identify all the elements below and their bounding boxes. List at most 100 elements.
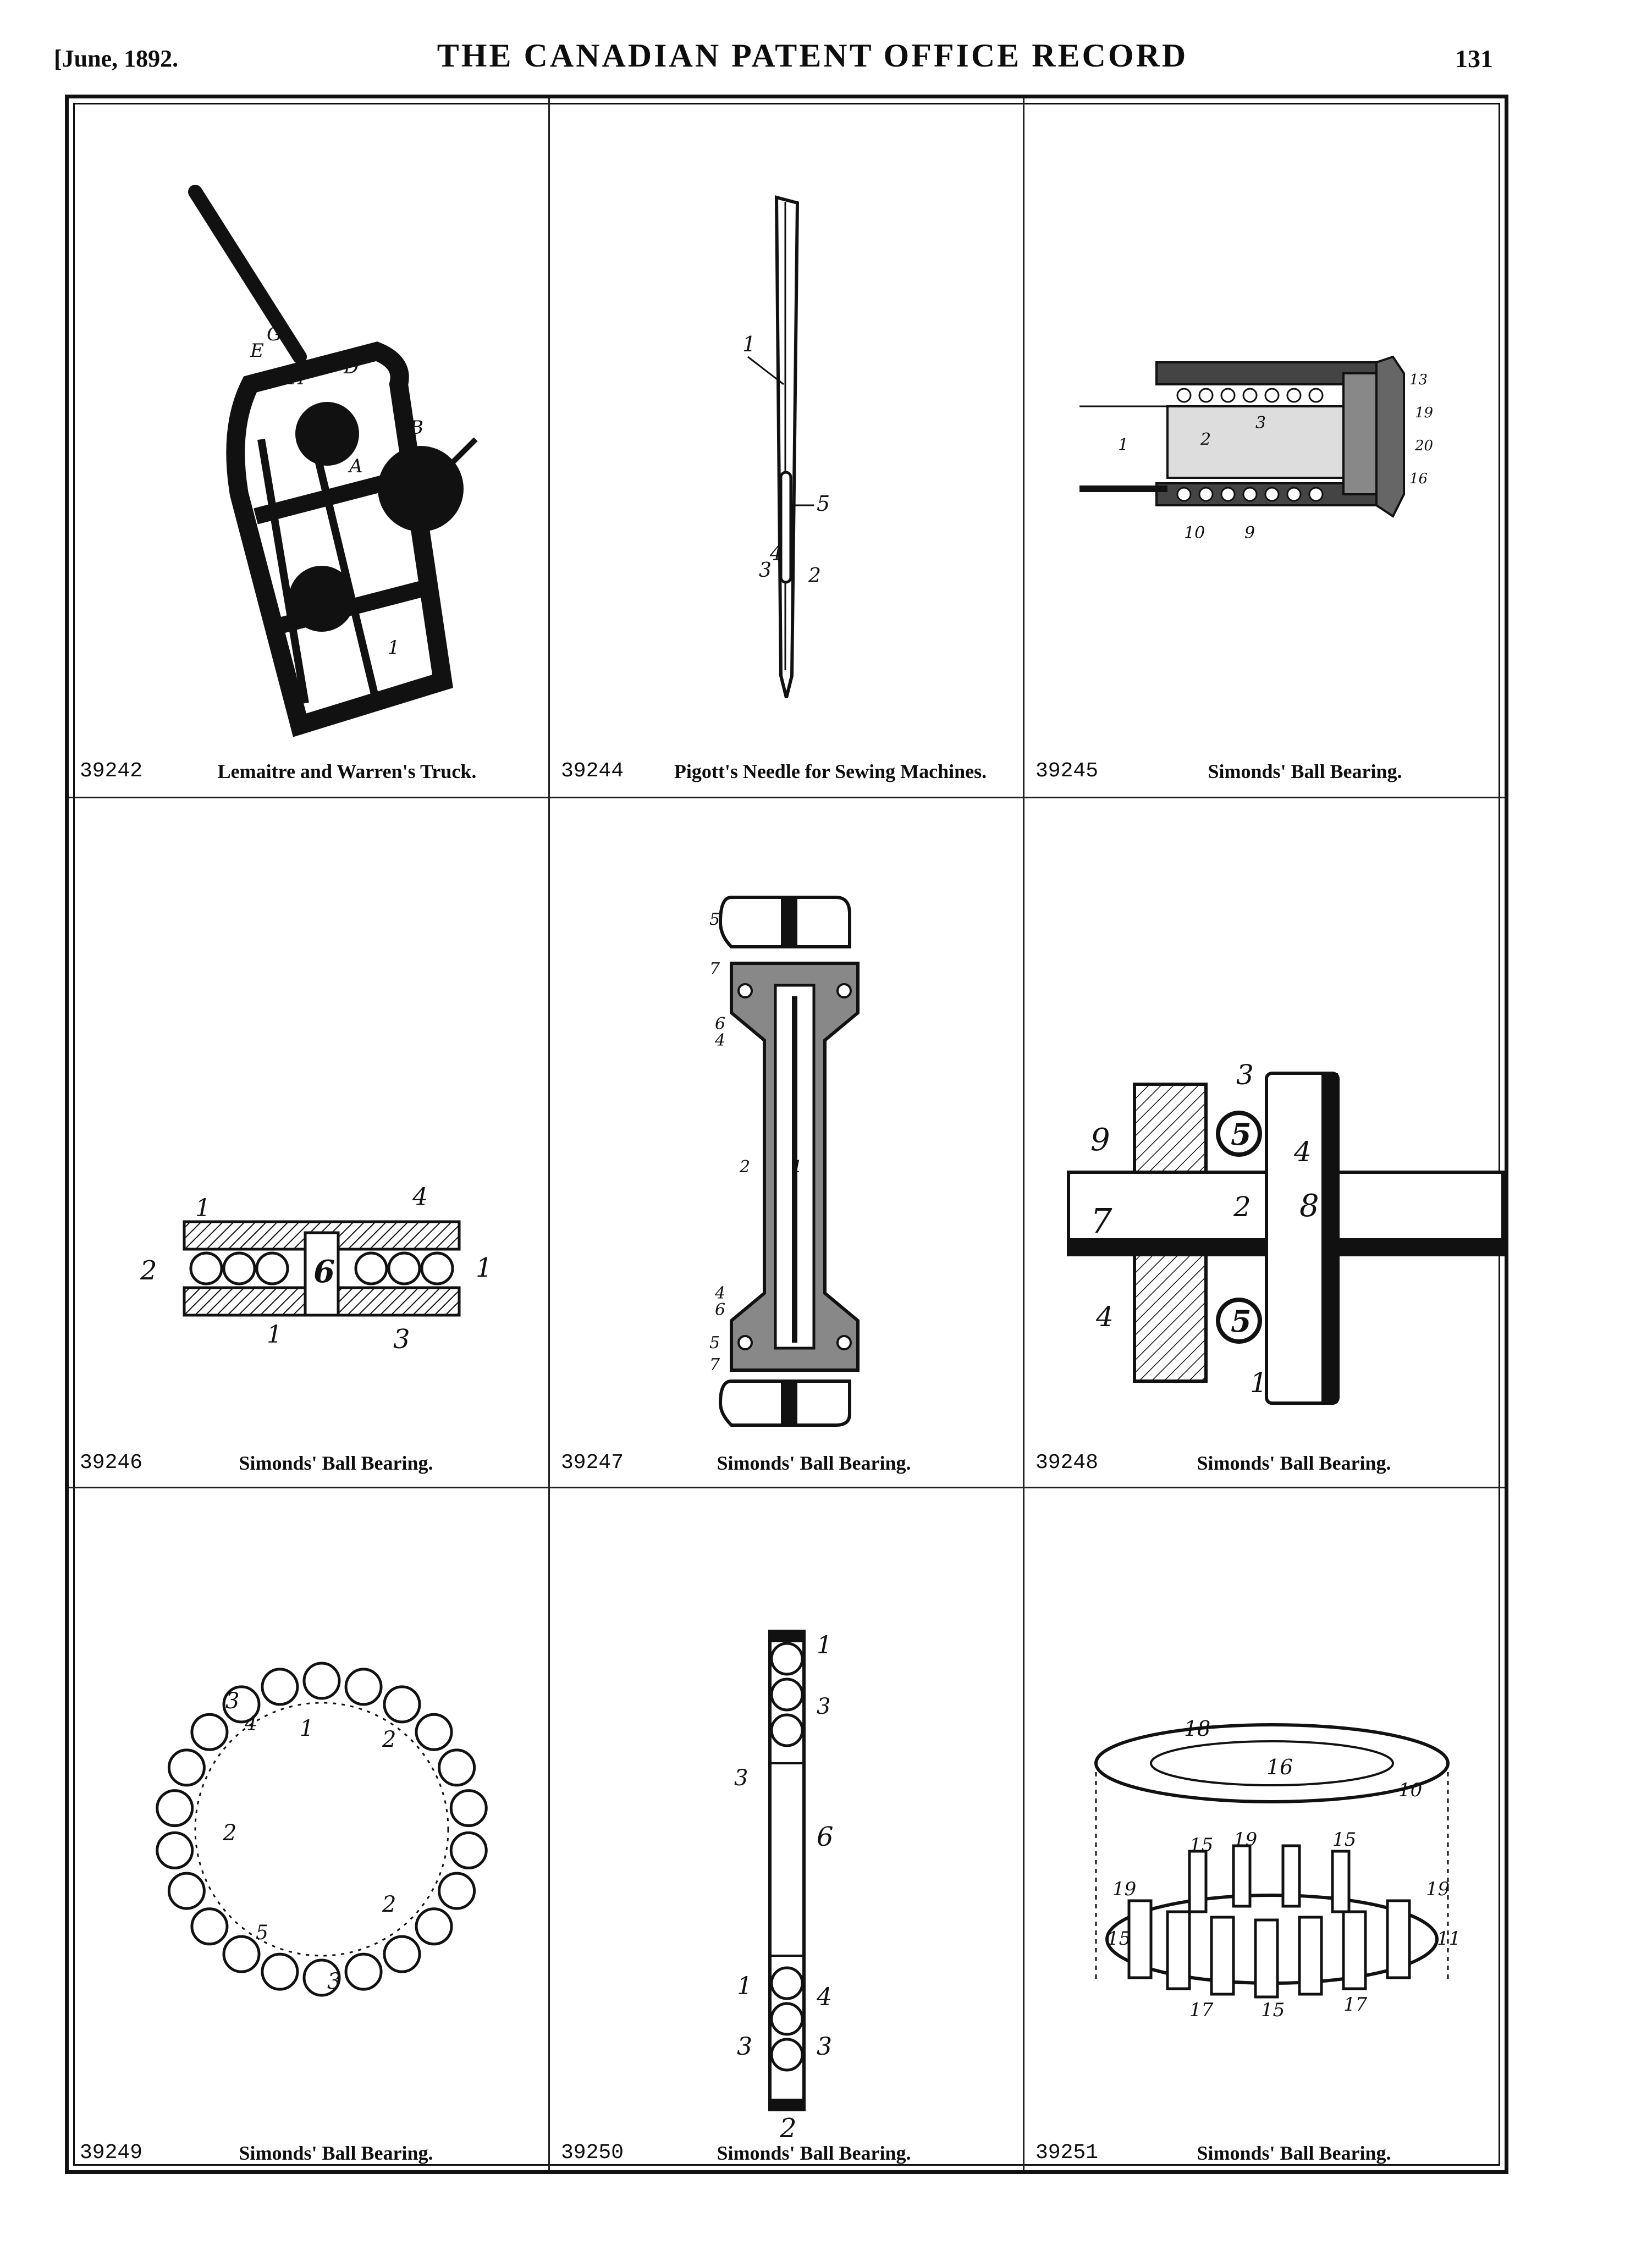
svg-text:4: 4	[412, 1183, 428, 1211]
column-divider	[1023, 98, 1024, 2170]
svg-text:15: 15	[1107, 1928, 1131, 1950]
svg-text:H: H	[288, 367, 306, 389]
figure-caption: 39247 Simonds' Ball Bearing.	[550, 1447, 1023, 1475]
row-divider	[69, 1487, 1505, 1488]
page-number: 131	[1455, 45, 1493, 73]
svg-text:5: 5	[817, 492, 830, 516]
svg-text:2: 2	[1233, 1191, 1251, 1223]
figure-cell-39250: 1 3 3 6 1 4 3 3 2 39250 Simonds' Ball Be…	[550, 1488, 1023, 2170]
svg-text:8: 8	[1299, 1188, 1319, 1224]
ring-ball	[222, 1685, 261, 1724]
svg-text:9: 9	[1244, 523, 1255, 543]
svg-text:3: 3	[1255, 413, 1266, 433]
ring-ball	[449, 1831, 488, 1869]
ring-ball	[167, 1748, 206, 1787]
header-date: [June, 1892.	[54, 45, 179, 72]
ring-ball	[156, 1831, 194, 1869]
ball-bearing-race-drawing: 6 1 4 2 1 1 3	[140, 1183, 493, 1355]
svg-text:5: 5	[256, 1922, 268, 1944]
patent-number: 39247	[561, 1451, 624, 1475]
figure-caption: 39251 Simonds' Ball Bearing.	[1024, 2137, 1508, 2165]
ring-ball	[383, 1935, 421, 1973]
page-title: THE CANADIAN PATENT OFFICE RECORD	[437, 37, 1188, 74]
ring-ball	[156, 1789, 194, 1828]
figure-cell-39247: 5 7 6 4 2 1 4 6 5 7 39247 Simonds' Ball …	[550, 798, 1023, 1487]
svg-text:10: 10	[1184, 523, 1205, 543]
svg-text:15: 15	[1189, 1834, 1213, 1856]
patent-number: 39250	[561, 2141, 624, 2165]
ring-ball	[383, 1685, 421, 1724]
row-divider	[69, 797, 1505, 798]
svg-text:3: 3	[225, 1688, 239, 1714]
svg-text:1: 1	[737, 1972, 752, 2000]
svg-text:3: 3	[817, 1694, 830, 1719]
patent-number: 39249	[80, 2141, 143, 2165]
ball-ring-drawing: 3 4 1 2 2 2 5 3	[156, 1662, 488, 1997]
svg-text:19: 19	[1415, 405, 1433, 421]
patent-number: 39246	[80, 1451, 143, 1475]
svg-text:2: 2	[779, 2113, 797, 2144]
figure-cell-39248: 5 5 9 7 3 2 4 8 4 1 39248 Simonds' Ball …	[1024, 798, 1508, 1487]
svg-text:6: 6	[715, 1014, 725, 1034]
ball-bearing-shaft-drawing: 5 5 9 7 3 2 4 8 4 1	[1067, 1059, 1505, 1405]
svg-text:2: 2	[140, 1255, 157, 1286]
svg-text:3: 3	[1236, 1059, 1254, 1091]
ring-ball	[438, 1872, 476, 1910]
svg-text:6: 6	[715, 1300, 725, 1320]
svg-text:6: 6	[817, 1822, 834, 1852]
figure-title: Simonds' Ball Bearing.	[239, 2142, 433, 2164]
ring-ball	[415, 1713, 453, 1751]
ball-strip-drawing: 1 3 3 6 1 4 3 3 2	[734, 1630, 834, 2144]
figure-caption: 39248 Simonds' Ball Bearing.	[1024, 1447, 1508, 1475]
figure-caption: 39250 Simonds' Ball Bearing.	[550, 2137, 1023, 2165]
svg-text:7: 7	[1090, 1201, 1112, 1241]
svg-text:G: G	[267, 323, 282, 345]
svg-text:1: 1	[792, 1157, 802, 1177]
svg-text:3: 3	[327, 1969, 341, 1994]
figure-title: Lemaitre and Warren's Truck.	[217, 760, 477, 782]
svg-text:4: 4	[714, 1031, 725, 1050]
ring-ball	[449, 1789, 488, 1828]
svg-text:16: 16	[1409, 471, 1428, 487]
svg-text:5: 5	[1231, 1304, 1252, 1339]
patent-number: 39245	[1035, 759, 1099, 783]
svg-text:16: 16	[1266, 1755, 1293, 1779]
svg-text:11: 11	[1437, 1928, 1461, 1950]
figure-title: Simonds' Ball Bearing.	[1208, 760, 1402, 782]
svg-text:A: A	[348, 455, 363, 477]
ring-ball	[261, 1668, 299, 1706]
svg-text:17: 17	[1189, 1999, 1214, 2021]
figure-cell-39242: E G H D A B 1 39242 Lemaitre and Warren'…	[69, 98, 548, 797]
ring-ball	[344, 1952, 383, 1991]
svg-text:3: 3	[393, 1324, 410, 1355]
svg-text:2: 2	[739, 1157, 750, 1177]
svg-text:17: 17	[1343, 1994, 1368, 2016]
svg-text:3: 3	[759, 559, 772, 582]
ball-cage-drawing: 18 16 10 15 19 15 19 19 15 11 17 15 17	[1094, 1717, 1461, 2021]
svg-text:18: 18	[1184, 1717, 1210, 1741]
svg-text:5: 5	[1231, 1117, 1252, 1152]
svg-text:13: 13	[1409, 372, 1428, 388]
svg-text:4: 4	[769, 543, 783, 565]
svg-text:1: 1	[267, 1321, 282, 1349]
svg-text:6: 6	[313, 1254, 335, 1290]
svg-text:20: 20	[1414, 438, 1433, 454]
svg-text:5: 5	[709, 910, 720, 929]
figure-cell-39251: 18 16 10 15 19 15 19 19 15 11 17 15 17 3…	[1024, 1488, 1508, 2170]
ring-ball	[167, 1872, 206, 1910]
svg-text:2: 2	[808, 565, 821, 587]
figure-title: Pigott's Needle for Sewing Machines.	[674, 760, 987, 782]
svg-text:1: 1	[1250, 1367, 1268, 1399]
figure-cell-39246: 6 1 4 2 1 1 3 39246 Simonds' Ball Bearin…	[69, 798, 548, 1487]
ring-ball	[415, 1907, 453, 1946]
column-divider	[548, 98, 550, 2170]
patent-number: 39248	[1035, 1451, 1099, 1475]
svg-text:4: 4	[714, 1284, 725, 1303]
svg-text:1: 1	[1118, 435, 1128, 455]
figure-title: Simonds' Ball Bearing.	[717, 2142, 911, 2164]
ball-bearing-axle-drawing: 5 7 6 4 2 1 4 6 5 7	[709, 896, 860, 1427]
figure-title: Simonds' Ball Bearing.	[1197, 2142, 1391, 2164]
plate-frame: E G H D A B 1 39242 Lemaitre and Warren'…	[65, 95, 1508, 2174]
ring-ball	[222, 1935, 261, 1973]
svg-text:7: 7	[709, 959, 720, 979]
